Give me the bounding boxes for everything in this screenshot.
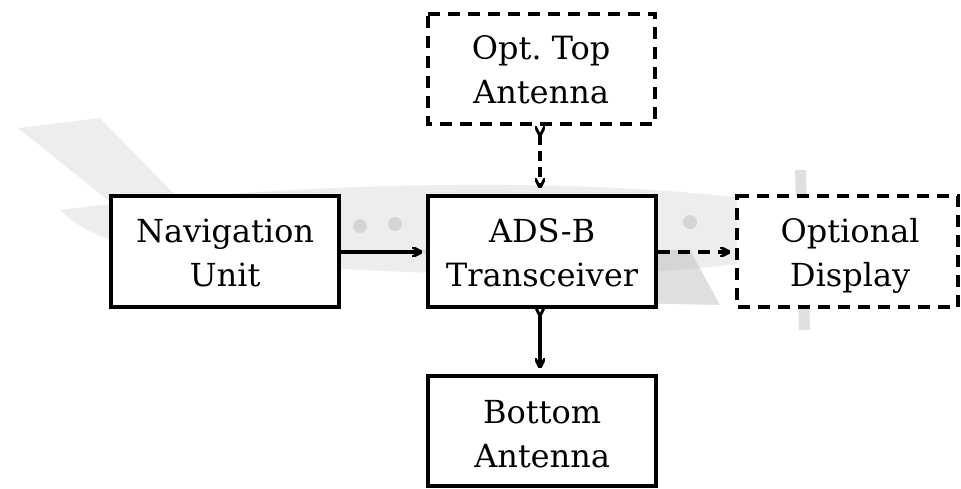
- transceiver-line1: ADS-B: [488, 212, 595, 250]
- navigation-unit-line1: Navigation: [136, 212, 314, 250]
- top-antenna-line2: Antenna: [472, 73, 609, 111]
- optional-display-line1: Optional: [781, 212, 920, 250]
- node-transceiver: ADS-B Transceiver: [426, 194, 658, 309]
- bottom-antenna-line1: Bottom: [483, 393, 601, 431]
- optional-display-line2: Display: [790, 256, 910, 294]
- bottom-antenna-line2: Antenna: [473, 437, 610, 475]
- node-navigation-unit: Navigation Unit: [109, 194, 341, 309]
- transceiver-line2: Transceiver: [446, 256, 639, 294]
- navigation-unit-line2: Unit: [190, 256, 261, 294]
- node-top-antenna: Opt. Top Antenna: [426, 12, 657, 126]
- top-antenna-line1: Opt. Top: [472, 29, 611, 67]
- node-optional-display: Optional Display: [735, 194, 960, 309]
- node-bottom-antenna: Bottom Antenna: [426, 374, 658, 488]
